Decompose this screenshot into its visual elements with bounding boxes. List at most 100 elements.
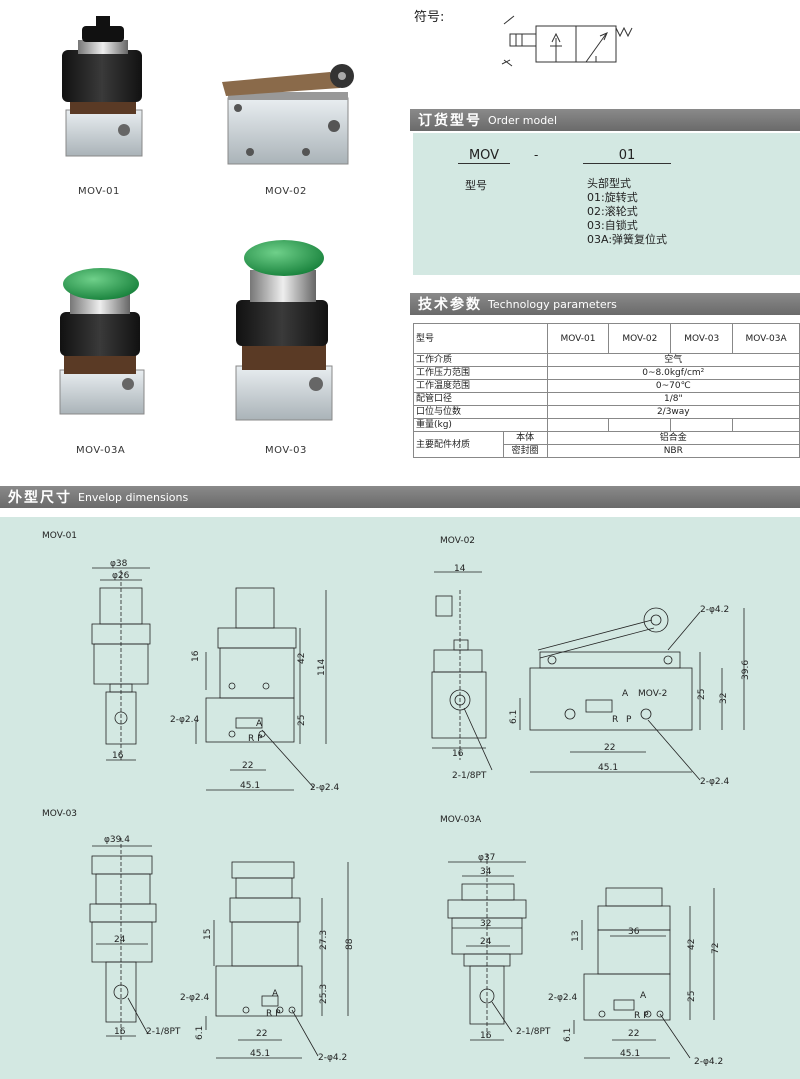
photo-mov-01	[62, 16, 143, 157]
dim-label: 45.1	[620, 1049, 640, 1059]
dim-label: 22	[256, 1029, 267, 1039]
port-label: P	[626, 715, 632, 725]
dim-label: 114	[317, 659, 327, 676]
port-label: R P	[266, 1009, 281, 1019]
dim-label: 6.1	[563, 1028, 573, 1042]
row-label: 配管口径	[413, 392, 548, 406]
dim-label: 24	[480, 937, 492, 947]
order-head-options: 头部型式 01:旋转式 02:滚轮式 03:自锁式 03A:弹簧复位式	[587, 177, 667, 247]
dim-label: 6.1	[509, 710, 519, 724]
dim-label: 2-φ2.4	[180, 993, 209, 1003]
dim-label: 25	[687, 991, 697, 1002]
port-label: A	[622, 689, 629, 699]
table-header-cell: MOV-03A	[732, 323, 800, 354]
photo-mov-02	[222, 64, 354, 165]
dim-label: 45.1	[240, 781, 260, 791]
dim-label: 22	[242, 761, 253, 771]
photo-mov-03a	[59, 268, 145, 415]
dim-label: 45.1	[598, 763, 618, 773]
dim-label: 32	[480, 919, 491, 929]
dim-label: 45.1	[250, 1049, 270, 1059]
dim-label: 72	[711, 943, 721, 954]
dim-label: 2-1/8PT	[146, 1027, 181, 1037]
table-row: 主要配件材质本体铝合金	[413, 431, 800, 458]
row-value: 铝合金	[546, 431, 800, 445]
dimension-drawings: MOV-01 φ38 φ26 16 16 42 114 25 2-φ2.4 A …	[42, 531, 751, 1067]
port-label: R P	[634, 1011, 649, 1021]
order-code-dash: -	[534, 148, 539, 162]
valve-symbol-icon	[501, 15, 633, 67]
order-model-header: 订货型号 Order model	[410, 109, 800, 131]
dim-label: 42	[297, 653, 307, 664]
product-photos	[59, 16, 354, 421]
dim-label: 34	[480, 867, 492, 877]
order-code-model: MOV	[458, 148, 510, 164]
row-value: NBR	[546, 444, 800, 458]
row-value: 0~8.0kgf/cm²	[546, 366, 800, 380]
drawing-title: MOV-02	[440, 536, 475, 546]
photo-mov-03	[235, 240, 333, 421]
port-label: R	[612, 715, 618, 725]
product-label: MOV-03A	[76, 445, 126, 456]
dim-label: 16	[114, 1027, 126, 1037]
port-label: A	[256, 719, 263, 729]
table-header-cell: 型号	[413, 323, 548, 354]
row-value: 空气	[546, 353, 800, 367]
table-row: 重量(kg)	[413, 418, 800, 432]
dim-label: φ39.4	[104, 835, 130, 845]
dim-label: 2-φ4.2	[318, 1053, 347, 1063]
row-value	[670, 418, 734, 432]
dim-label: 25	[697, 689, 707, 700]
table-header-cell: MOV-02	[608, 323, 672, 354]
row-label: 工作介质	[413, 353, 548, 367]
table-header-cell: MOV-03	[670, 323, 734, 354]
dim-label: φ38	[110, 559, 128, 569]
row-label: 口位与位数	[413, 405, 548, 419]
material-part: 密封圈	[502, 444, 548, 458]
section-title-en: Technology parameters	[488, 297, 617, 311]
drawing-title: MOV-03A	[440, 815, 482, 825]
dim-label: 22	[604, 743, 615, 753]
dim-label: 88	[345, 938, 355, 950]
row-value	[732, 418, 800, 432]
row-label: 工作温度范围	[413, 379, 548, 393]
dim-label: 2-φ2.4	[548, 993, 577, 1003]
row-value	[546, 418, 610, 432]
dim-label: 36	[628, 927, 640, 937]
dim-label: 42	[687, 939, 697, 950]
dim-label: 25.3	[319, 984, 329, 1004]
row-label: 工作压力范围	[413, 366, 548, 380]
section-title-en: Order model	[488, 113, 558, 127]
port-label: A	[640, 991, 647, 1001]
product-label: MOV-03	[265, 445, 307, 456]
tech-params-header: 技术参数 Technology parameters	[410, 293, 800, 315]
symbol-label: 符号:	[414, 10, 445, 25]
dim-label: 2-φ4.2	[694, 1057, 723, 1067]
dim-label: 24	[114, 935, 126, 945]
order-head-title: 头部型式	[587, 177, 631, 190]
dim-label: φ37	[478, 853, 495, 863]
dim-label: 14	[454, 564, 466, 574]
envelop-header: 外型尺寸 Envelop dimensions	[0, 486, 800, 508]
dim-label: 16	[480, 1031, 492, 1041]
port-label: R P	[248, 734, 263, 744]
order-option: 03A:弹簧复位式	[587, 233, 668, 246]
order-model-label: 型号	[465, 179, 487, 192]
dim-label: 25	[297, 715, 307, 726]
row-label: 重量(kg)	[413, 418, 548, 432]
dim-label: 15	[203, 929, 213, 940]
dim-label: 16	[452, 749, 464, 759]
row-value: 0~70℃	[546, 379, 800, 393]
product-label: MOV-01	[78, 186, 120, 197]
dim-label: 6.1	[195, 1026, 205, 1040]
order-option: 03:自锁式	[587, 219, 638, 232]
dim-label: 27.3	[319, 930, 329, 950]
dim-label: 2-φ2.4	[310, 783, 339, 793]
order-option: 02:滚轮式	[587, 205, 638, 218]
dim-label: 32	[719, 693, 729, 704]
dim-label: 2-φ4.2	[700, 605, 729, 615]
